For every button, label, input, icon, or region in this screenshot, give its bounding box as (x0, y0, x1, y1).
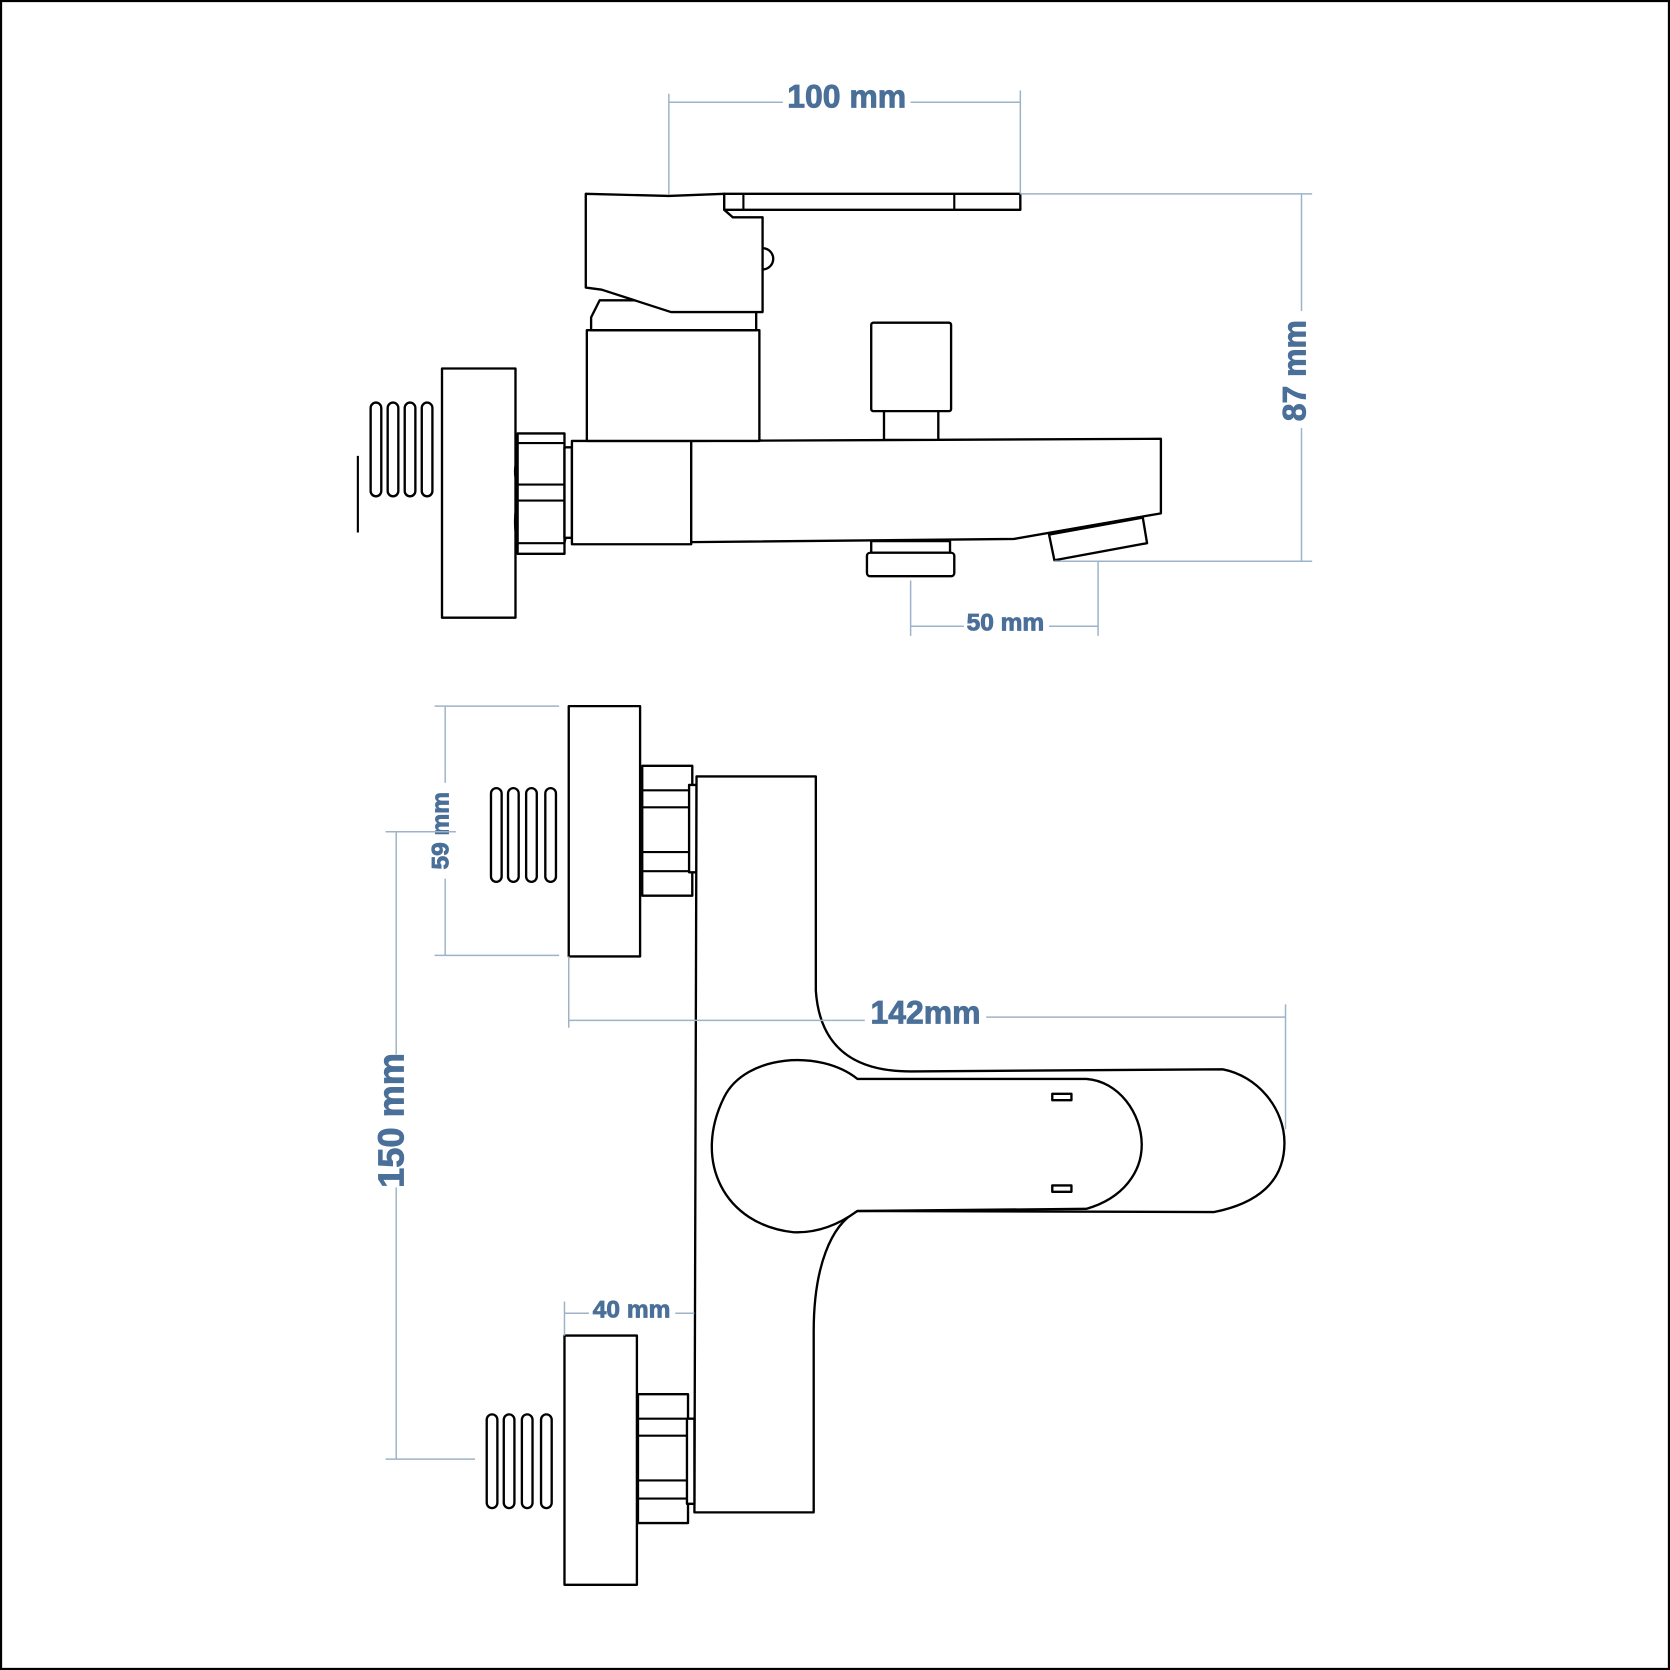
nut-upper (641, 764, 698, 897)
flange-lower (563, 1334, 639, 1586)
dimension-spout-offset: 50 mm (909, 561, 1099, 637)
nut-lower (636, 1392, 696, 1525)
lever-handle (710, 1058, 1143, 1234)
diverter-knob (870, 321, 953, 413)
aerator (1047, 516, 1149, 562)
label-142mm: 142mm (870, 994, 980, 1030)
cartridge-housing (585, 328, 761, 443)
label-50mm: 50 mm (967, 610, 1045, 637)
handle-pin (762, 246, 775, 271)
dimension-projection: 142mm (567, 956, 1287, 1129)
diverter-stem (882, 409, 940, 442)
wall-flange (440, 367, 517, 619)
outlet-ring (870, 539, 952, 554)
label-150mm: 150 mm (371, 1053, 412, 1188)
plan-view (485, 704, 1286, 1586)
dimension-height: 87 mm (1020, 193, 1313, 563)
handle-lever (723, 192, 1022, 211)
valve-body (570, 439, 693, 546)
indicator-mark (1051, 1092, 1073, 1102)
thread-upper (489, 786, 558, 884)
label-40mm: 40 mm (593, 1297, 671, 1324)
indicator-mark (1051, 1184, 1073, 1193)
dimension-wall-gap: 40 mm (563, 1296, 695, 1336)
flange-upper (567, 704, 642, 958)
hex-nut (513, 432, 574, 555)
label-100mm: 100 mm (787, 78, 906, 114)
dimension-flange: 59 mm (427, 705, 560, 957)
label-59mm: 59 mm (427, 792, 454, 870)
spout (690, 437, 1163, 544)
thread-side (369, 401, 434, 498)
dimension-handle-length: 100 mm (668, 78, 1022, 195)
side-view (356, 192, 1163, 619)
handle-body (584, 192, 764, 314)
dimension-inlet-spacing: 150 mm (370, 831, 476, 1460)
label-87mm: 87 mm (1277, 320, 1313, 421)
thread-lower (485, 1413, 553, 1510)
shower-outlet (865, 551, 956, 578)
